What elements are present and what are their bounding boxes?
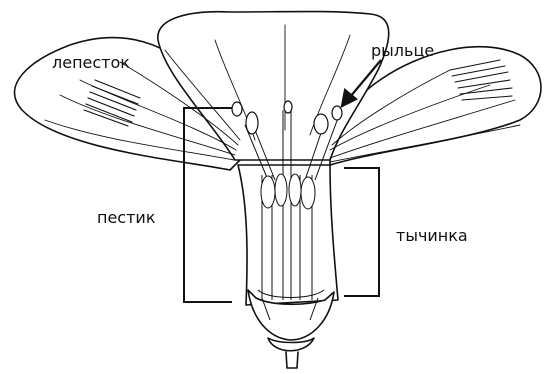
stigma-label: рыльце (371, 43, 434, 59)
stamen-bracket (344, 168, 379, 296)
pistil-label: пестик (97, 210, 155, 226)
stigma (314, 114, 328, 134)
stamen-label: тычинка (396, 228, 468, 244)
stigma (246, 112, 258, 134)
corolla-tube (238, 165, 338, 305)
stalk (286, 352, 298, 368)
stigma (232, 102, 242, 116)
petal-label: лепесток (52, 55, 130, 71)
anther (261, 176, 275, 208)
stigma (284, 101, 292, 113)
anther (275, 174, 287, 206)
anther (301, 177, 315, 209)
stigma (332, 106, 342, 120)
anther (289, 174, 301, 206)
